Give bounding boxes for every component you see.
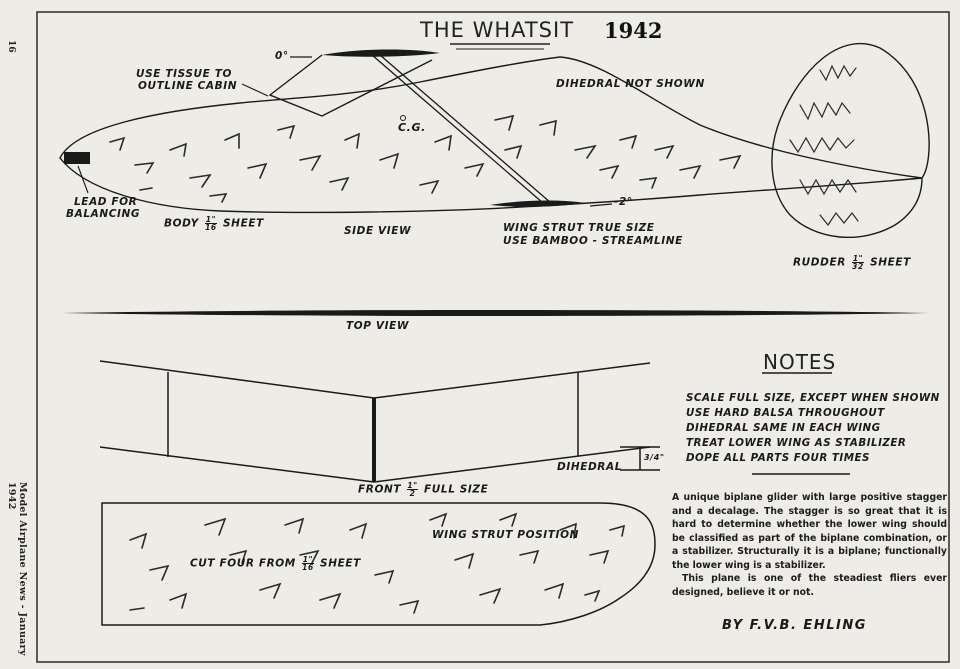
- note-item: TREAT LOWER WING AS STABILIZER: [686, 437, 907, 449]
- top-view-wing-bar: [62, 310, 930, 316]
- note-item: USE HARD BALSA THROUGHOUT: [686, 407, 885, 419]
- fuselage-outline: [59, 56, 923, 214]
- page-title: THE WHATSIT: [420, 18, 575, 42]
- front-scale-fraction: 1"2: [407, 481, 418, 498]
- author-credit: BY F.V.B. EHLING: [722, 618, 867, 633]
- page-number: 16: [6, 40, 16, 53]
- front-label-text: FRONT: [358, 483, 402, 496]
- magazine-credit: Model Airplane News - January 1942: [6, 482, 28, 656]
- dihedral-value: 3/4": [644, 453, 665, 462]
- note-item: DOPE ALL PARTS FOUR TIMES: [686, 452, 870, 464]
- dihedral-note: DIHEDRAL NOT SHOWN: [556, 78, 705, 90]
- rudder-label-text: RUDDER: [793, 256, 846, 269]
- body-thickness-fraction: 1"16: [205, 215, 217, 232]
- lead-label-line2: BALANCING: [66, 208, 141, 220]
- angle-top-label: 0°: [275, 50, 289, 62]
- page-border: [36, 11, 950, 663]
- note-item: SCALE FULL SIZE, EXCEPT WHEN SHOWN: [686, 392, 940, 404]
- notes-list: SCALE FULL SIZE, EXCEPT WHEN SHOWN USE H…: [686, 391, 940, 466]
- cut-sheet-text: SHEET: [320, 557, 361, 570]
- lower-wing-section: [490, 200, 585, 207]
- tissue-note-line1: USE TISSUE TO: [136, 68, 232, 80]
- note-item: DIHEDRAL SAME IN EACH WING: [686, 422, 881, 434]
- top-view-label: TOP VIEW: [346, 320, 410, 332]
- lead-weight: [64, 152, 90, 164]
- rudder-sheet-text: SHEET: [870, 256, 911, 269]
- front-view-wings: [99, 360, 660, 483]
- wood-grain-rudder: [789, 64, 859, 227]
- body-label: BODY 1"16 SHEET: [164, 215, 264, 232]
- description-paragraph-2: This plane is one of the steadiest flier…: [672, 573, 947, 598]
- wing-strut: [371, 54, 544, 204]
- notes-heading: NOTES: [763, 350, 837, 374]
- rudder-thickness-fraction: 1"32: [852, 254, 864, 271]
- cg-marker: [400, 115, 406, 121]
- front-full-size-text: FULL SIZE: [424, 483, 489, 496]
- body-label-text: BODY: [164, 217, 199, 230]
- cg-label: C.G.: [398, 121, 426, 134]
- description-paragraph-1: A unique biplane glider with large posit…: [672, 492, 947, 571]
- body-sheet-text: SHEET: [223, 217, 264, 230]
- front-label: FRONT 1"2 FULL SIZE: [358, 481, 489, 498]
- dihedral-label: DIHEDRAL: [557, 461, 623, 473]
- rudder-label: RUDDER 1"32 SHEET: [793, 254, 911, 271]
- strut-note-line1: WING STRUT TRUE SIZE: [503, 222, 655, 234]
- cut-thickness-fraction: 1"16: [302, 555, 314, 572]
- wood-grain-fuselage: [109, 114, 742, 203]
- rudder-outline: [771, 42, 930, 238]
- wing-part-outline: [101, 502, 656, 626]
- upper-wing-section: [322, 49, 440, 57]
- cut-label: CUT FOUR FROM 1"16 SHEET: [190, 555, 361, 572]
- wing-strut-position-label: WING STRUT POSITION: [432, 529, 579, 541]
- angle-bottom-label: -2°: [614, 196, 633, 208]
- cabin-outline: [268, 54, 433, 117]
- strut-note-line2: USE BAMBOO - STREAMLINE: [503, 235, 683, 247]
- wood-grain-wing: [129, 512, 626, 614]
- description: A unique biplane glider with large posit…: [672, 491, 947, 599]
- lead-label-line1: LEAD FOR: [74, 196, 138, 208]
- tissue-note-line2: OUTLINE CABIN: [138, 80, 238, 92]
- year-label: 1942: [604, 18, 663, 43]
- side-view-label: SIDE VIEW: [344, 225, 412, 237]
- cut-label-text: CUT FOUR FROM: [190, 557, 296, 570]
